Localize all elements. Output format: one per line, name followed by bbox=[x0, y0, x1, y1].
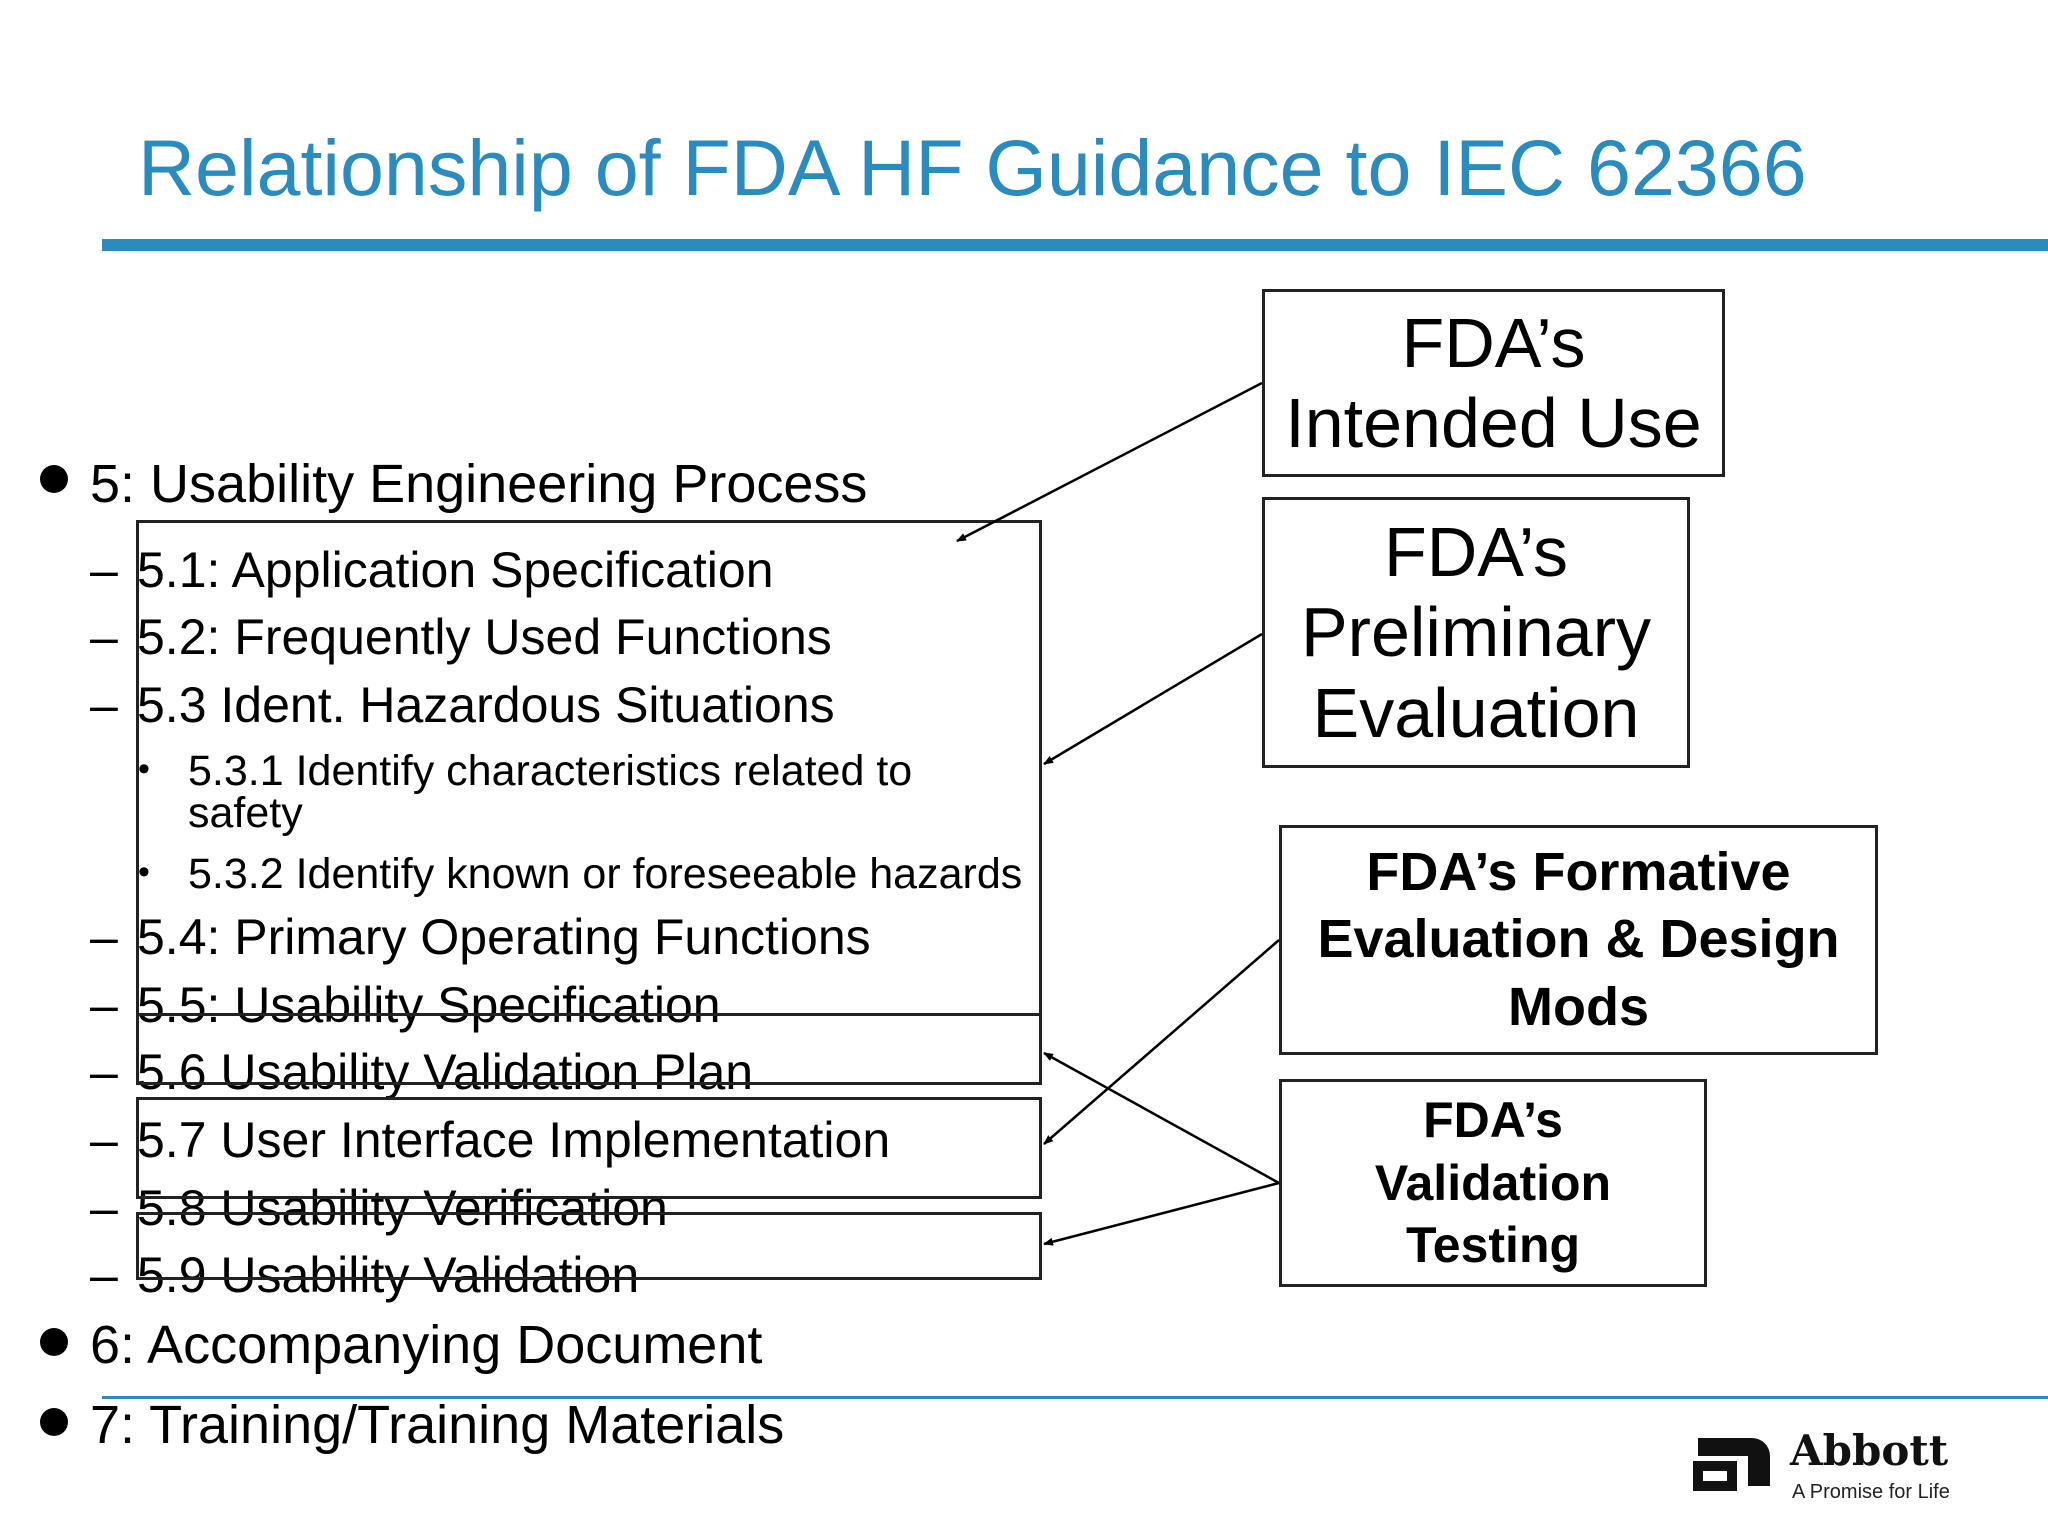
outline-item-5-3-1-cont: safety bbox=[188, 789, 303, 837]
group-box-5-9 bbox=[136, 1212, 1042, 1280]
abbott-logo-icon bbox=[1693, 1438, 1770, 1491]
arrow-validation-to-plan bbox=[1043, 1051, 1280, 1185]
dash-marker: – bbox=[90, 1112, 118, 1168]
dash-marker: – bbox=[90, 677, 118, 733]
bullet-dot bbox=[40, 465, 68, 493]
dash-marker: – bbox=[90, 1247, 118, 1303]
bullet-dot bbox=[40, 1328, 68, 1356]
fda-formative-evaluation-box: FDA’s Formative Evaluation & Design Mods bbox=[1279, 825, 1878, 1055]
outline-item-5-6: 5.6 Usability Validation Plan bbox=[137, 1044, 754, 1100]
bottom-rule bbox=[102, 1396, 2048, 1399]
fda-validation-line3: Testing bbox=[1405, 1217, 1581, 1274]
dash-marker: – bbox=[90, 609, 118, 665]
fda-intended-use-line2: Intended Use bbox=[1285, 384, 1702, 462]
group-box-5-1-to-5-5 bbox=[136, 520, 1042, 1016]
arrow-intended-use bbox=[956, 381, 1263, 543]
bullet-marker: • bbox=[138, 750, 150, 788]
logo-tagline: A Promise for Life bbox=[1792, 1481, 1950, 1503]
fda-intended-use-line1: FDA’s bbox=[1401, 303, 1586, 382]
fda-preliminary-line3: Evaluation bbox=[1312, 673, 1640, 752]
dash-marker: – bbox=[90, 1180, 118, 1236]
fda-intended-use-box: FDA’s Intended Use bbox=[1262, 289, 1725, 477]
title-rule bbox=[102, 239, 2048, 251]
fda-preliminary-line1: FDA’s bbox=[1383, 512, 1569, 591]
fda-formative-line2: Evaluation & Design bbox=[1317, 909, 1840, 970]
outline-item-7: 7: Training/Training Materials bbox=[90, 1395, 785, 1455]
arrow-validation-to-validation bbox=[1043, 1181, 1280, 1246]
group-box-5-6 bbox=[136, 1013, 1042, 1085]
dash-marker: – bbox=[90, 909, 118, 965]
outline-item-5-3-2: 5.3.2 Identify known or foreseeable haza… bbox=[188, 850, 1023, 898]
outline-item-5-4: 5.4: Primary Operating Functions bbox=[137, 909, 871, 965]
arrow-preliminary bbox=[1043, 632, 1263, 766]
group-box-5-7 bbox=[136, 1097, 1042, 1199]
bullet-marker: • bbox=[138, 853, 150, 891]
logo-name: Abbott bbox=[1790, 1426, 1949, 1475]
slide-title: Relationship of FDA HF Guidance to IEC 6… bbox=[138, 123, 1807, 212]
fda-preliminary-evaluation-box: FDA’s Preliminary Evaluation bbox=[1262, 497, 1690, 768]
outline-item-5-1: 5.1: Application Specification bbox=[137, 542, 774, 598]
outline-item-5-2: 5.2: Frequently Used Functions bbox=[137, 609, 832, 665]
dash-marker: – bbox=[90, 1044, 118, 1100]
arrow-formative bbox=[1043, 939, 1280, 1145]
fda-validation-line1: FDA’s bbox=[1423, 1092, 1563, 1149]
fda-preliminary-line2: Preliminary bbox=[1300, 593, 1652, 672]
outline-item-5-3-1: 5.3.1 Identify characteristics related t… bbox=[188, 747, 913, 795]
fda-formative-line3: Mods bbox=[1507, 976, 1649, 1037]
outline-item-5-3: 5.3 Ident. Hazardous Situations bbox=[137, 677, 835, 733]
fda-validation-testing-box: FDA’s Validation Testing bbox=[1279, 1079, 1707, 1287]
outline-item-5-8: 5.8 Usability Verification bbox=[137, 1180, 668, 1236]
outline-item-6: 6: Accompanying Document bbox=[90, 1315, 763, 1375]
outline-item-5-5: 5.5: Usability Specification bbox=[137, 977, 721, 1033]
outline-item-5: 5: Usability Engineering Process bbox=[90, 454, 868, 514]
dash-marker: – bbox=[90, 977, 118, 1033]
dash-marker: – bbox=[90, 542, 118, 598]
fda-formative-line1: FDA’s Formative bbox=[1366, 841, 1791, 902]
outline-item-5-7: 5.7 User Interface Implementation bbox=[137, 1112, 891, 1168]
bullet-dot bbox=[40, 1408, 68, 1436]
outline-item-5-9: 5.9 Usability Validation bbox=[137, 1247, 640, 1303]
fda-validation-line2: Validation bbox=[1374, 1154, 1612, 1211]
